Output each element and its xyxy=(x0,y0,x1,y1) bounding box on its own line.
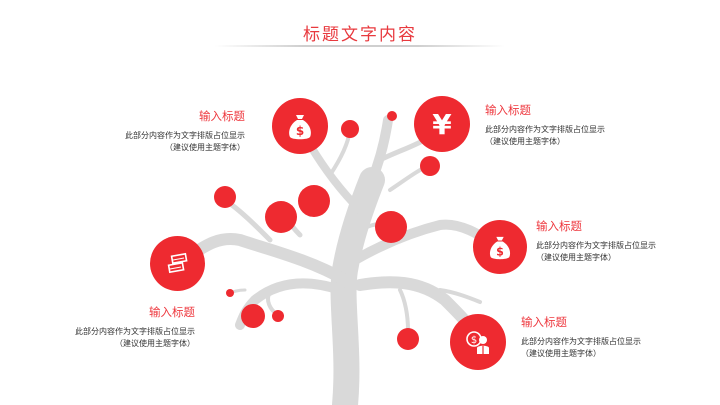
block-desc-line2: （建议使用主题字体） xyxy=(485,137,565,146)
cash-stack-icon-circle[interactable] xyxy=(150,236,205,291)
block-heading: 输入标题 xyxy=(199,109,245,123)
yen-icon: ¥ xyxy=(432,107,452,141)
block-desc-line1: 此部分内容作为文字排版占位显示 xyxy=(485,125,605,134)
text-block-mid-right: 输入标题 此部分内容作为文字排版占位显示 （建议使用主题字体） xyxy=(536,218,656,264)
svg-text:$: $ xyxy=(296,124,304,138)
title-divider xyxy=(215,45,505,47)
block-desc-line2: （建议使用主题字体） xyxy=(115,339,195,348)
money-bag-icon: $ xyxy=(489,236,511,260)
page-title: 标题文字内容 xyxy=(303,25,417,45)
block-heading: 输入标题 xyxy=(485,103,531,117)
block-heading: 输入标题 xyxy=(536,219,582,233)
text-block-top-left: 输入标题 此部分内容作为文字排版占位显示 （建议使用主题字体） xyxy=(100,108,245,154)
block-desc-line2: （建议使用主题字体） xyxy=(521,349,601,358)
block-desc-line1: 此部分内容作为文字排版占位显示 xyxy=(536,241,656,250)
svg-text:$: $ xyxy=(471,335,477,346)
money-bag-icon-circle[interactable]: $ xyxy=(272,98,328,154)
cash-stack-icon xyxy=(167,252,188,273)
investor-icon-circle[interactable]: $ xyxy=(450,314,506,370)
investor-icon: $ xyxy=(466,331,489,354)
money-bag-icon: $ xyxy=(289,115,311,140)
block-desc-line2: （建议使用主题字体） xyxy=(536,253,616,262)
svg-text:$: $ xyxy=(496,245,504,258)
block-desc-line1: 此部分内容作为文字排版占位显示 xyxy=(75,327,195,336)
block-heading: 输入标题 xyxy=(521,315,567,329)
text-block-left: 输入标题 此部分内容作为文字排版占位显示 （建议使用主题字体） xyxy=(50,304,195,350)
block-desc-line1: 此部分内容作为文字排版占位显示 xyxy=(125,131,245,140)
block-desc-line1: 此部分内容作为文字排版占位显示 xyxy=(521,337,641,346)
text-block-bottom-right: 输入标题 此部分内容作为文字排版占位显示 （建议使用主题字体） xyxy=(521,314,641,360)
yen-icon-circle[interactable]: ¥ xyxy=(414,96,470,152)
text-block-top-right: 输入标题 此部分内容作为文字排版占位显示 （建议使用主题字体） xyxy=(485,102,605,148)
block-heading: 输入标题 xyxy=(149,305,195,319)
block-desc-line2: （建议使用主题字体） xyxy=(165,143,245,152)
money-bag-icon-circle-2[interactable]: $ xyxy=(473,220,527,274)
